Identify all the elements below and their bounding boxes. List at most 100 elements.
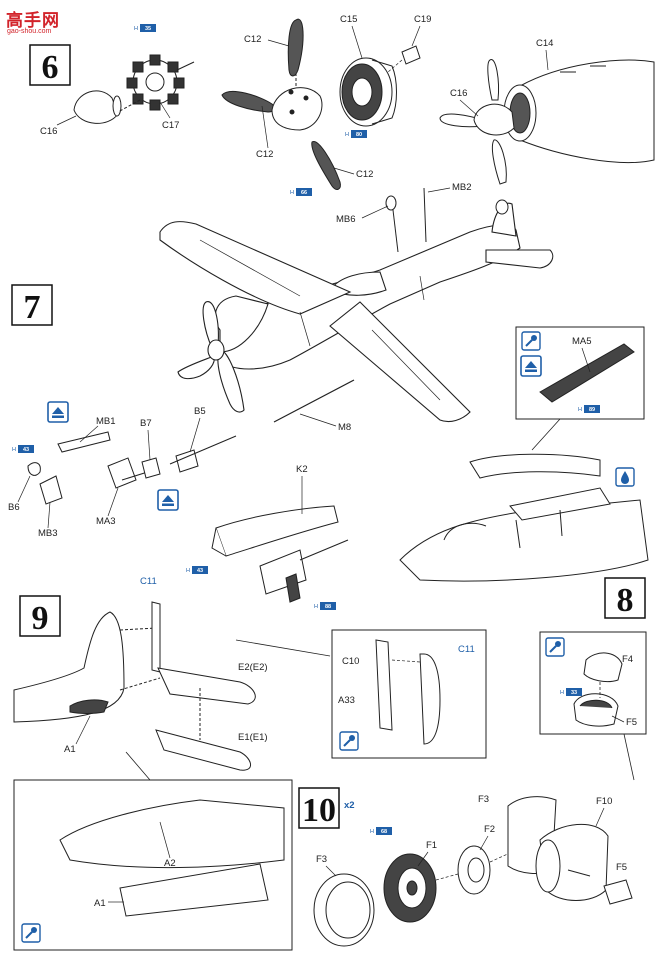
label-b7: B7: [140, 418, 152, 429]
part-e1-elevator: [155, 729, 251, 771]
color-chip-88: 88: [325, 604, 331, 610]
label-c12-top: C12: [244, 34, 261, 45]
color-ref-r7d: H 88: [314, 602, 336, 610]
step-6: 6: [29, 44, 71, 86]
gear-parts-left: [27, 431, 237, 505]
label-f4: F4: [622, 654, 633, 665]
label-ma3: MA3: [96, 516, 116, 527]
brush-icon: [21, 923, 41, 943]
svg-text:H: H: [186, 568, 190, 574]
inset-c10-c11: C10 C11 A33: [235, 629, 487, 759]
step-10: 10 x2: [298, 787, 355, 829]
label-ma5: MA5: [572, 336, 592, 347]
label-f3-right: F3: [478, 794, 489, 805]
step-9-number: 9: [32, 600, 49, 637]
color-ref-r10a: H 68: [370, 827, 392, 835]
svg-text:H: H: [560, 690, 564, 696]
step-8: 8: [604, 577, 646, 619]
color-chip-68: 68: [381, 829, 387, 835]
inset-step8: F4 F5 H 33: [539, 631, 647, 781]
label-c11-inset: C11: [458, 644, 475, 655]
aircraft-propeller: [177, 301, 245, 413]
color-ref-r6c: H 66: [290, 188, 312, 196]
color-ref-r7a: H 43: [12, 445, 34, 453]
watermark-logo: 高手网 gao-shou.com: [6, 6, 72, 40]
engine-c17: [117, 54, 195, 113]
svg-text:H: H: [314, 604, 318, 610]
color-chip-80: 80: [356, 132, 362, 138]
label-c16-step6b: C16: [450, 88, 467, 99]
color-ref-r6b: H 80: [345, 130, 367, 138]
color-ref-r8a: H 33: [560, 688, 582, 696]
color-chip-66: 66: [301, 190, 307, 196]
step-8-number: 8: [617, 582, 634, 619]
color-chip-43: 43: [197, 568, 203, 574]
prop-hub: [271, 74, 323, 131]
color-chip-43: 43: [23, 447, 29, 453]
step-10-multiplier: x2: [344, 800, 355, 811]
part-e2-elevator: [157, 667, 256, 740]
label-a1-step9: A1: [64, 744, 76, 755]
label-mb6: MB6: [336, 214, 356, 225]
hub-cap-c19: [401, 45, 421, 65]
color-chip-33: 33: [571, 690, 577, 696]
svg-text:H: H: [290, 190, 294, 196]
spinner-c16-small: [73, 90, 122, 124]
part-m8: [273, 379, 355, 423]
ring-f2: [457, 845, 491, 895]
up-arrow-icon: [47, 401, 69, 423]
label-c12-left: C12: [256, 149, 273, 160]
brush-icon: [545, 637, 565, 657]
up-arrow-icon: [520, 355, 542, 377]
label-a33: A33: [338, 695, 355, 706]
exhaust-ring-f3-left: [313, 873, 375, 947]
step-9: 9: [19, 595, 61, 637]
step-10-number: 10: [302, 792, 336, 829]
tail-assembly: [13, 611, 161, 723]
label-c15: C15: [340, 14, 357, 25]
prop-blade-c12-left: [221, 90, 275, 113]
label-m8: M8: [338, 422, 351, 433]
brush-icon: [521, 331, 541, 351]
engine-cowl-c14: [503, 59, 655, 163]
label-b6: B6: [8, 502, 20, 513]
aircraft-fuselage: [159, 202, 554, 423]
color-ref-r7c: H 89: [578, 405, 600, 413]
up-arrow-icon: [157, 489, 179, 511]
brush-icon: [339, 731, 359, 751]
part-tail-hook: [495, 199, 509, 215]
label-a1-inset: A1: [94, 898, 106, 909]
cockpit-assembly: [399, 453, 649, 582]
inset-a1-a2: A2 A1: [13, 751, 293, 951]
label-c16-step6: C16: [40, 126, 57, 137]
watermark-url: gao-shou.com: [7, 28, 52, 35]
watermark-site-name: 高手网: [6, 11, 60, 31]
svg-text:H: H: [578, 407, 582, 413]
spinner-prop-c16: [439, 59, 515, 185]
label-mb3: MB3: [38, 528, 58, 539]
label-e1: E1(E1): [238, 732, 268, 743]
step-6-number: 6: [42, 49, 59, 86]
label-mb1: MB1: [96, 416, 116, 427]
svg-text:H: H: [12, 447, 16, 453]
part-k2-wing-underside: [211, 505, 349, 603]
label-c17: C17: [162, 120, 179, 131]
engine-face-f1: [383, 853, 437, 923]
step-7: 7: [11, 284, 53, 326]
step-7-number: 7: [24, 289, 41, 326]
label-k2: K2: [296, 464, 308, 475]
label-f10: F10: [596, 796, 612, 807]
label-f5-step10: F5: [616, 862, 627, 873]
label-b5: B5: [194, 406, 206, 417]
cowl-f10: [535, 823, 609, 901]
color-chip-89: 89: [589, 407, 595, 413]
color-chip-35: 35: [145, 26, 151, 32]
prop-blade-c12-bottom: [311, 141, 341, 190]
paint-drop-icon: [615, 467, 635, 487]
label-c14: C14: [536, 38, 553, 49]
label-a2: A2: [164, 858, 176, 869]
label-c19: C19: [414, 14, 431, 25]
label-c12-bottom: C12: [356, 169, 373, 180]
part-mb2: [423, 187, 427, 243]
